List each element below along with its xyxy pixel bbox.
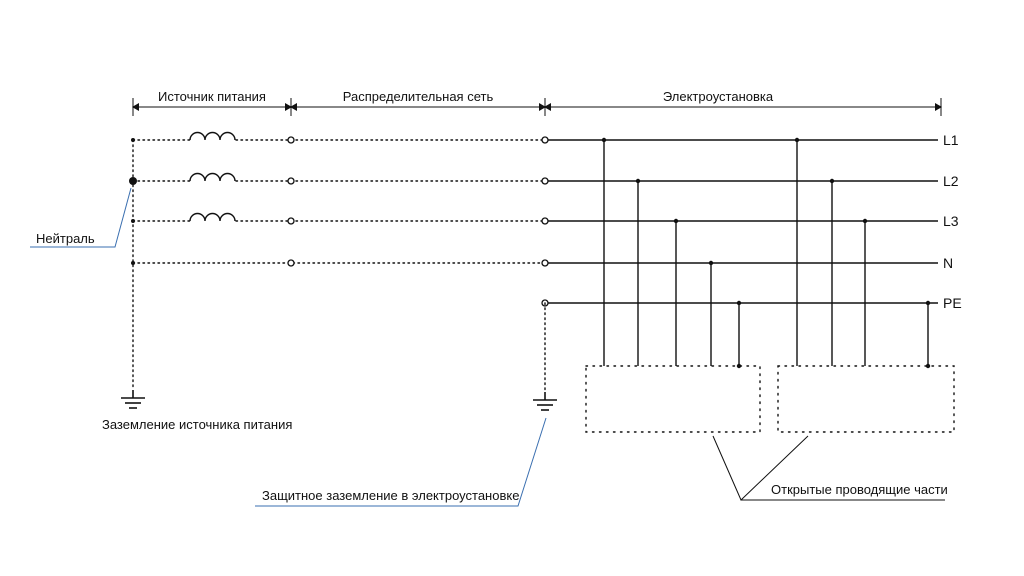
conductor-l3-label: L3 <box>943 213 959 229</box>
section-dimensions <box>132 98 942 116</box>
equipment-drops <box>603 140 929 366</box>
conductor-l2-label: L2 <box>943 173 959 189</box>
conductor-pe-label: PE <box>943 295 962 311</box>
section-installation-label: Электроустановка <box>663 89 774 104</box>
protective-ground-label: Защитное заземление в электроустановке <box>262 488 519 503</box>
source-ground-label: Заземление источника питания <box>102 417 292 432</box>
winding-l3 <box>189 212 236 222</box>
winding-l2 <box>189 172 236 182</box>
section-source-label: Источник питания <box>158 89 266 104</box>
conductor-l1-label: L1 <box>943 132 959 148</box>
source-windings <box>189 131 236 222</box>
protective-ground-leader <box>255 417 547 507</box>
installation-buses <box>548 139 938 304</box>
supply-conductors <box>132 139 546 391</box>
equipment-enclosure-1 <box>585 365 761 433</box>
protective-ground-icon <box>533 392 557 411</box>
bus-junction-dots <box>601 137 931 369</box>
neutral-leader <box>30 187 132 248</box>
conductor-n-label: N <box>943 255 953 271</box>
neutral-label: Нейтраль <box>36 231 95 246</box>
section-network-label: Распределительная сеть <box>343 89 494 104</box>
source-ground-icon <box>121 390 145 409</box>
installation-terminals <box>541 136 549 307</box>
exposed-parts-label: Открытые проводящие части <box>771 482 948 497</box>
winding-l1 <box>189 131 236 141</box>
source-terminals <box>287 136 295 267</box>
neutral-junctions <box>129 138 137 265</box>
equipment-enclosure-2 <box>777 365 955 433</box>
